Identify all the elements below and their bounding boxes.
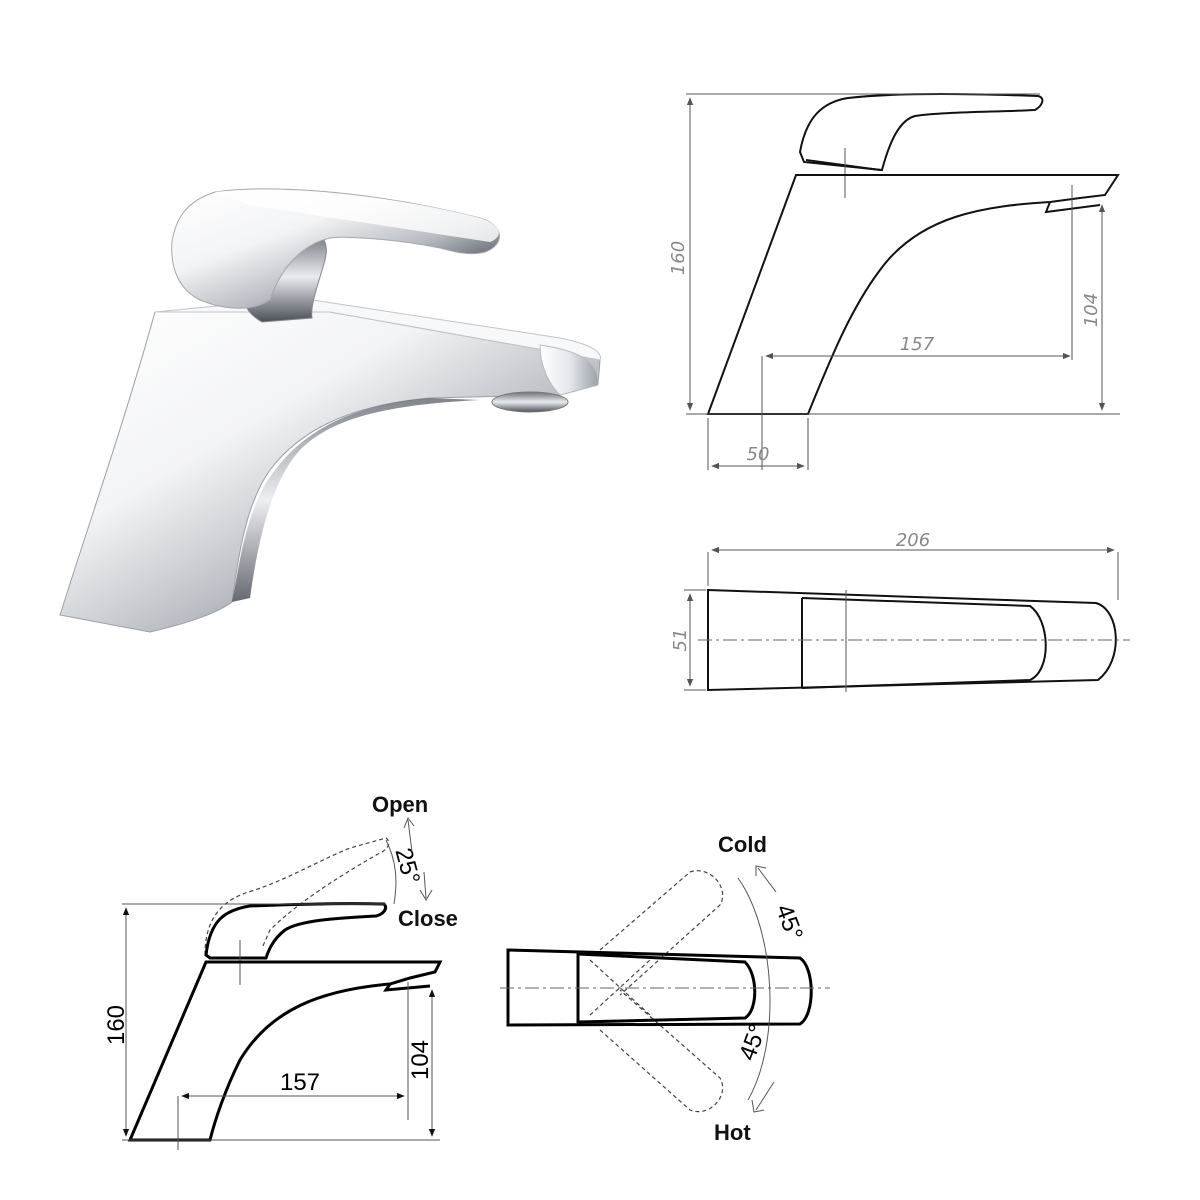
hot-angle-label: 45°	[734, 1021, 772, 1064]
close-arrow-icon	[419, 871, 433, 901]
op-angle-label: 25°	[390, 845, 425, 887]
chrome-faucet-photo	[59, 188, 601, 633]
hot-label: Hot	[714, 1120, 751, 1145]
top-view-drawing: 206 51	[670, 530, 1130, 692]
cold-label: Cold	[718, 832, 767, 857]
op-spout-height-label: 104	[407, 1040, 434, 1080]
open-arrow-icon	[403, 816, 415, 853]
open-label: Open	[372, 792, 428, 817]
operation-top-drawing: 45° 45° Cold Hot	[500, 832, 830, 1145]
op-reach-label: 157	[280, 1069, 320, 1096]
cold-arrow-icon	[755, 865, 777, 893]
dim-height-label: 160	[668, 241, 689, 275]
dim-reach-label: 157	[900, 334, 935, 355]
side-view-drawing: 160 104 157 50	[668, 93, 1120, 470]
dim-spout-height-label: 104	[1081, 293, 1102, 327]
dim-base-width-label: 50	[747, 444, 770, 465]
op-height-label: 160	[103, 1005, 130, 1045]
operation-side-drawing: 160 104 157 25° Open Close	[103, 792, 458, 1150]
hot-arrow-icon	[751, 1081, 775, 1113]
dim-width-label: 51	[670, 629, 691, 652]
dim-length-label: 206	[896, 530, 930, 551]
close-label: Close	[398, 906, 458, 931]
cold-angle-label: 45°	[770, 901, 808, 944]
